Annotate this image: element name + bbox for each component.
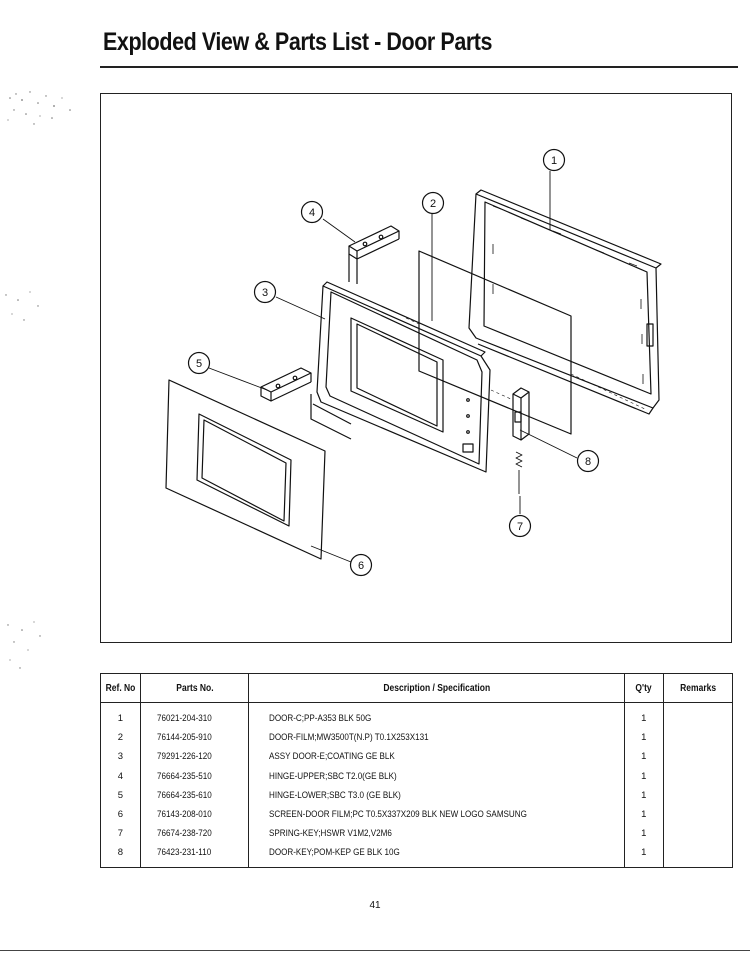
table-row: 7 76674-238-720 SPRING-KEY;HSWR V1M2,V2M… (100, 824, 734, 844)
header-ref-no: Ref. No (100, 673, 141, 703)
cell-ref: 8 (100, 843, 141, 868)
cell-description: DOOR-KEY;POM-KEP GE BLK 10G (248, 843, 625, 868)
cell-remarks (662, 804, 734, 825)
page-number: 41 (369, 900, 381, 911)
cell-part-no: 76674-238-720 (139, 824, 250, 844)
part-screen-door-film (165, 379, 326, 560)
cell-description: DOOR-C;PP-A353 BLK 50G (248, 702, 625, 729)
part-hinge-lower (260, 367, 352, 440)
callout-7: 7 (517, 521, 523, 533)
cell-remarks (662, 747, 734, 767)
cell-description: SPRING-KEY;HSWR V1M2,V2M6 (248, 824, 625, 844)
callout-2: 2 (430, 198, 436, 210)
cell-part-no: 76144-205-910 (139, 728, 250, 748)
part-door-film (418, 250, 572, 435)
cell-qty: 1 (623, 766, 664, 786)
table-row: 4 76664-235-510 HINGE-UPPER;SBC T2.0(GE … (100, 766, 734, 786)
cell-ref: 2 (100, 728, 141, 748)
scan-noise (5, 91, 71, 669)
cell-qty: 1 (623, 824, 664, 844)
callout-3: 3 (262, 287, 268, 299)
table-row: 8 76423-231-110 DOOR-KEY;POM-KEP GE BLK … (100, 843, 734, 868)
part-hinge-upper (348, 225, 400, 284)
cell-qty: 1 (623, 785, 664, 805)
part-door-frame (468, 189, 662, 415)
callout-6: 6 (358, 560, 364, 572)
page-title: Exploded View & Parts List - Door Parts (103, 28, 493, 56)
cell-ref: 4 (100, 766, 141, 786)
cell-remarks (662, 785, 734, 805)
cell-part-no: 76664-235-610 (139, 785, 250, 805)
cell-ref: 3 (100, 747, 141, 767)
cell-part-no: 76143-208-010 (139, 804, 250, 825)
callout-4: 4 (309, 207, 315, 219)
cell-part-no: 76021-204-310 (139, 702, 250, 729)
door-parts-drawing: 1 2 4 3 5 6 7 8 (165, 148, 662, 577)
cell-qty: 1 (623, 804, 664, 825)
table-row: 3 79291-226-120 ASSY DOOR-E;COATING GE B… (100, 747, 734, 767)
cell-part-no: 76423-231-110 (139, 843, 250, 868)
cell-qty: 1 (623, 702, 664, 729)
header-parts-no: Parts No. (139, 673, 250, 703)
cell-ref: 6 (100, 804, 141, 825)
cell-description: DOOR-FILM;MW3500T(N.P) T0.1X253X131 (248, 728, 625, 748)
cell-remarks (662, 843, 734, 868)
header-remarks: Remarks (662, 673, 734, 703)
cell-qty: 1 (623, 843, 664, 868)
cell-qty: 1 (623, 747, 664, 767)
cell-ref: 1 (100, 702, 141, 729)
header-description: Description / Specification (248, 673, 625, 703)
cell-remarks (662, 766, 734, 786)
callout-8: 8 (585, 456, 591, 468)
bottom-rule (0, 950, 750, 951)
cell-remarks (662, 728, 734, 748)
cell-part-no: 79291-226-120 (139, 747, 250, 767)
part-door-key (512, 387, 530, 441)
cell-description: HINGE-UPPER;SBC T2.0(GE BLK) (248, 766, 625, 786)
table-header-row: Ref. No Parts No. Description / Specific… (100, 673, 734, 703)
cell-part-no: 76664-235-510 (139, 766, 250, 786)
table-row: 6 76143-208-010 SCREEN-DOOR FILM;PC T0.5… (100, 804, 734, 825)
cell-qty: 1 (623, 728, 664, 748)
part-spring-key (515, 451, 523, 494)
table-row: 1 76021-204-310 DOOR-C;PP-A353 BLK 50G 1 (100, 702, 734, 729)
cell-ref: 5 (100, 785, 141, 805)
exploded-view-diagram: 1 2 4 3 5 6 7 8 (100, 93, 732, 643)
table-row: 2 76144-205-910 DOOR-FILM;MW3500T(N.P) T… (100, 728, 734, 748)
callout-5: 5 (196, 358, 202, 370)
parts-list-table: Ref. No Parts No. Description / Specific… (100, 673, 734, 868)
cell-remarks (662, 702, 734, 729)
cell-description: SCREEN-DOOR FILM;PC T0.5X337X209 BLK NEW… (248, 804, 625, 825)
header-qty: Q'ty (623, 673, 664, 703)
callout-1: 1 (551, 155, 557, 167)
cell-description: HINGE-LOWER;SBC T3.0 (GE BLK) (248, 785, 625, 805)
cell-description: ASSY DOOR-E;COATING GE BLK (248, 747, 625, 767)
part-door-assembly (316, 281, 491, 473)
cell-remarks (662, 824, 734, 844)
table-row: 5 76664-235-610 HINGE-LOWER;SBC T3.0 (GE… (100, 785, 734, 805)
cell-ref: 7 (100, 824, 141, 844)
title-underline (100, 66, 738, 68)
